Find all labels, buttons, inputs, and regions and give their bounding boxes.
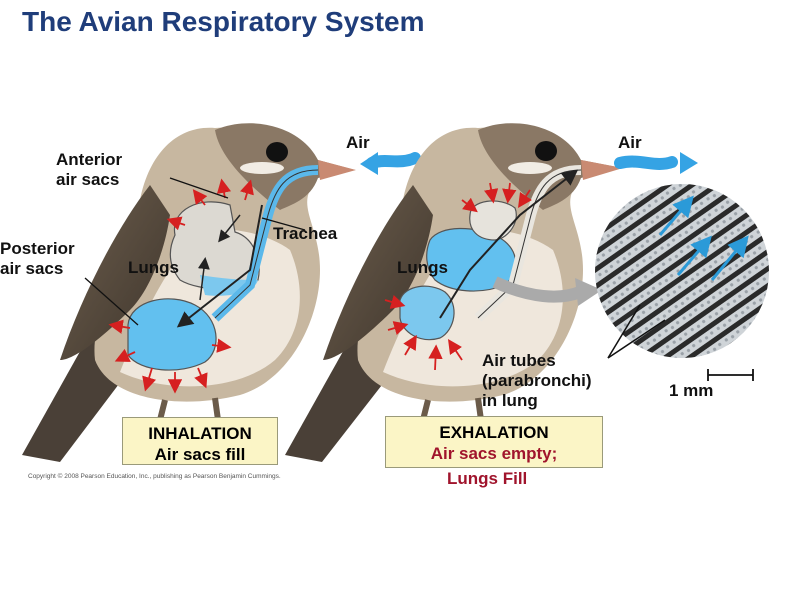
posterior-air-sacs: [127, 298, 217, 371]
inhalation-caption-box: INHALATION Air sacs fill: [122, 417, 278, 465]
trachea-outline: [214, 169, 319, 319]
bird-eye: [535, 141, 557, 161]
exhale-air-arrow: [614, 155, 678, 170]
posterior-air-sacs: [399, 285, 455, 341]
bird-head: [215, 123, 355, 210]
outflow-arrow: [439, 169, 579, 319]
label-air-inhalation: Air: [346, 133, 370, 152]
label-trachea: Trachea: [273, 224, 338, 243]
sac-flow-arrow: [218, 214, 241, 243]
magnify-arrowhead: [575, 278, 602, 306]
label-lungs-inhalation: Lungs: [128, 258, 179, 277]
bird-cheek: [508, 162, 552, 174]
inhale-air-arrowhead: [360, 152, 378, 175]
label-air-tubes: Air tubes (parabronchi) in lung: [482, 351, 592, 410]
exhalation-caption-box: EXHALATION Air sacs empty;: [385, 416, 603, 468]
bird-eye: [266, 142, 288, 162]
label-anterior-air-sacs: Anterior air sacs: [56, 150, 123, 189]
exhale-air-arrowhead: [680, 152, 698, 174]
bird-beak: [318, 160, 356, 180]
inhalation-bird: [22, 123, 421, 462]
air-tubes-leader: [607, 304, 641, 359]
magnify-arrow: [492, 276, 583, 303]
bird-cheek: [240, 162, 284, 174]
anterior-leader: [169, 177, 229, 199]
exhalation-bird: [285, 123, 698, 462]
parabronchi-magnified: [595, 184, 769, 381]
bird-wing: [60, 185, 170, 360]
airflow-arrow: [658, 195, 694, 236]
label-scale: 1 mm: [669, 381, 714, 400]
bird-legs: [157, 397, 221, 421]
label-lungs-exhalation: Lungs: [397, 258, 448, 277]
exhalation-caption-1: Air sacs empty;: [430, 444, 558, 463]
posterior-leader: [84, 277, 139, 326]
label-air-exhalation: Air: [618, 133, 642, 152]
page-title: The Avian Respiratory System: [22, 6, 425, 37]
inhalation-caption: Air sacs fill: [154, 445, 246, 464]
bird-wing: [323, 185, 433, 360]
inhale-air-arrow: [366, 152, 421, 169]
label-posterior-air-sacs: Posterior air sacs: [0, 239, 75, 278]
bird-beak: [581, 160, 623, 180]
airflow-arrow: [676, 235, 712, 276]
trachea-leader: [261, 217, 306, 231]
expansion-arrows: [108, 178, 254, 394]
inflow-arrow: [176, 204, 263, 328]
contraction-arrows: [384, 182, 532, 371]
copyright-notice: Copyright © 2008 Pearson Education, Inc.…: [28, 473, 281, 480]
lung-flow-arrow: [197, 257, 210, 301]
exhalation-heading: EXHALATION: [439, 423, 549, 442]
air-tubes-leader: [607, 319, 666, 359]
inhalation-heading: INHALATION: [148, 424, 252, 443]
airflow-arrow: [710, 235, 749, 281]
exhalation-caption-2: Lungs Fill: [447, 469, 528, 488]
